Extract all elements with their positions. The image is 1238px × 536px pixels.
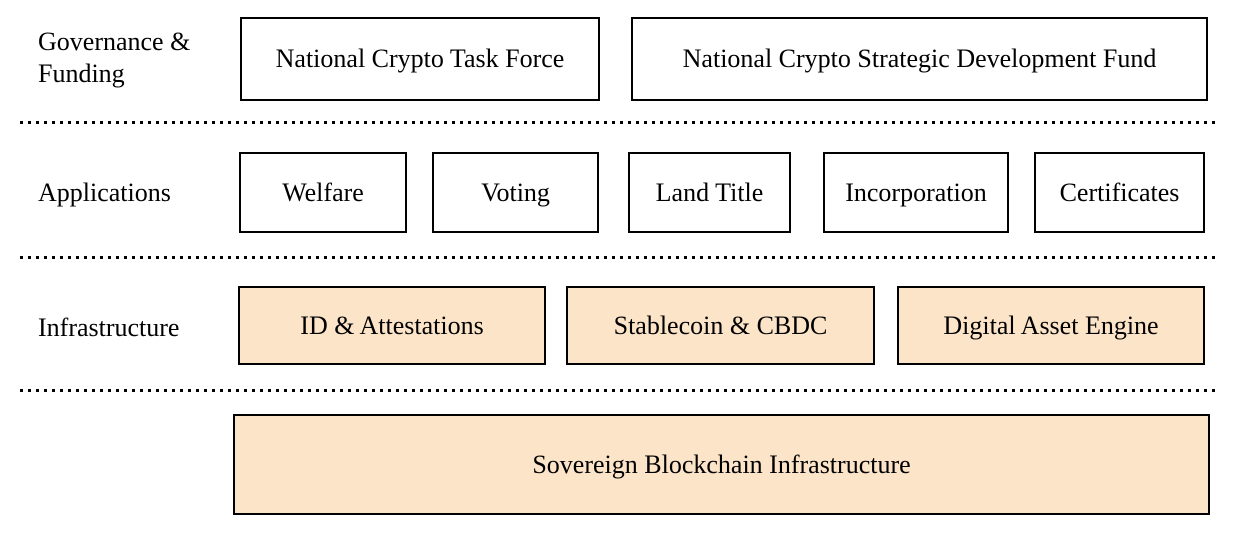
- box-id-attestations: ID & Attestations: [238, 286, 546, 365]
- layer-label-governance-funding: Governance & Funding: [38, 27, 191, 88]
- box-land-title: Land Title: [628, 152, 791, 233]
- divider-dotted-2: [20, 256, 1218, 259]
- divider-dotted-1: [20, 121, 1218, 124]
- box-incorporation: Incorporation: [823, 152, 1009, 233]
- box-stablecoin-cbdc: Stablecoin & CBDC: [566, 286, 875, 365]
- box-national-crypto-task-force: National Crypto Task Force: [240, 17, 600, 101]
- box-sovereign-blockchain-infrastructure: Sovereign Blockchain Infrastructure: [233, 414, 1210, 515]
- box-welfare: Welfare: [239, 152, 407, 233]
- box-national-crypto-strategic-development-fund: National Crypto Strategic Development Fu…: [631, 17, 1208, 101]
- layer-label-infrastructure: Infrastructure: [38, 313, 180, 342]
- box-digital-asset-engine: Digital Asset Engine: [897, 286, 1205, 365]
- box-voting: Voting: [432, 152, 599, 233]
- divider-dotted-3: [20, 389, 1218, 392]
- box-certificates: Certificates: [1034, 152, 1205, 233]
- layer-label-applications: Applications: [38, 178, 171, 207]
